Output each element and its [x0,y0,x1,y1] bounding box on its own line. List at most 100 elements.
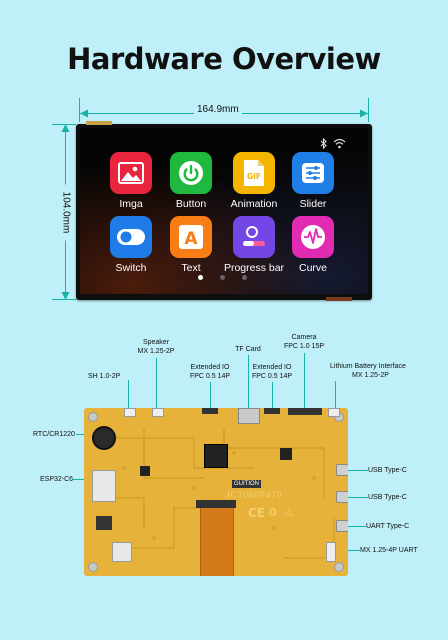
touch-screen[interactable]: Imga Button GIF Animation [80,128,368,294]
leader-usb-1 [346,470,368,471]
arrow-down-icon [61,292,70,300]
app-slider-button[interactable] [292,152,334,194]
ext-io-connector-1 [202,408,218,414]
mount-hole [88,562,98,572]
arrow-right-icon [360,109,368,118]
app-text-button[interactable]: A [170,216,212,258]
camera-connector [288,408,322,415]
app-text-label: Text [181,262,201,274]
sh-connector [124,408,136,417]
mx-uart-connector [326,542,336,562]
app-curve-label: Curve [298,262,327,274]
leader-esp32 [72,479,94,480]
app-switch-button[interactable] [110,216,152,258]
image-icon [118,162,144,184]
leader-mx-uart [340,550,360,551]
speaker-connector [152,408,164,417]
rtc-battery-holder [92,426,116,450]
toggle-icon [117,229,145,245]
text-a-icon: A [179,225,203,249]
leader-ext-io-2 [272,382,273,408]
callout-tf-card: TF Card [235,346,261,353]
page-title: Hardware Overview [67,42,381,76]
app-progress-bar-label: Progress bar [223,262,285,274]
app-curve-button[interactable] [292,216,334,258]
app-button-button[interactable] [170,152,212,194]
app-progress-bar-button[interactable] [233,216,275,258]
ext-io-connector-2 [264,408,280,414]
page-dot-3[interactable] [242,275,247,280]
mount-hole [334,562,344,572]
app-slider-label: Slider [299,198,327,210]
waveform-icon [301,225,325,249]
display-device: Imga Button GIF Animation [76,121,372,301]
svg-text:A: A [184,229,198,249]
brand-logo: GUITION [232,480,261,488]
display-fpc-connector [196,500,236,508]
sliders-icon [302,163,324,183]
height-tick-top [52,124,76,125]
gif-icon: GIF [244,160,264,186]
progress-icon [243,226,265,246]
page-dot-2[interactable] [220,275,225,280]
tf-card-slot [238,408,260,424]
leader-sh [128,380,129,408]
main-chip [204,444,228,468]
uart-c-port [336,520,348,532]
svg-text:GIF: GIF [247,172,261,181]
callout-mx-uart: MX 1.25-4P UART [360,547,418,554]
app-animation-label: Animation [230,198,278,210]
bluetooth-icon [320,138,327,149]
callout-sh: SH 1.0-2P [88,373,121,380]
callout-rtc: RTC/CR1220 [33,431,75,438]
device-top-connector [86,121,112,125]
app-animation-button[interactable]: GIF [233,152,275,194]
recycle-icon: ♻ [268,506,278,519]
wifi-icon [333,138,346,149]
app-imga-label: Imga [119,198,143,210]
leader-camera [304,353,305,408]
app-button-label: Button [175,198,207,210]
height-tick-bottom [52,299,76,300]
usb-c-port-1 [336,464,348,476]
battery-connector [328,408,340,417]
width-tick-right [368,98,369,122]
ic-chip [280,448,292,460]
width-label: 164.9mm [194,104,242,115]
power-icon [179,161,203,185]
height-label: 104.0mm [60,184,72,241]
callout-esp32: ESP32-C6 [40,476,74,483]
pcb-board: GUITION JC1060P470 CE ♻ ⚠ [84,408,348,576]
leader-tf-card [248,355,249,408]
mount-hole [88,412,98,422]
page-dot-1[interactable] [198,275,203,280]
board-model: JC1060P470 [226,490,283,501]
ce-mark: CE [248,506,266,520]
leader-ext-io-1 [210,382,211,408]
callout-usb-2: USB Type-C [368,494,407,501]
app-imga-button[interactable] [110,152,152,194]
ic-chip [140,466,150,476]
device-bottom-connector [326,297,352,301]
app-switch-label: Switch [115,262,147,274]
ic-chip [112,542,132,562]
arrow-left-icon [80,109,88,118]
arrow-up-icon [61,124,70,132]
leader-speaker [156,358,157,408]
usb-c-port-2 [336,491,348,503]
esp32-antenna [96,516,112,530]
leader-uart [346,526,366,527]
display-fpc-ribbon [200,508,234,576]
weee-icon: ⚠ [284,506,294,519]
leader-usb-2 [346,497,368,498]
width-tick-left [79,98,80,122]
callout-usb-1: USB Type-C [368,467,407,474]
callout-uart: UART Type-C [366,523,410,530]
esp32-module [92,470,116,502]
leader-battery [335,381,336,408]
